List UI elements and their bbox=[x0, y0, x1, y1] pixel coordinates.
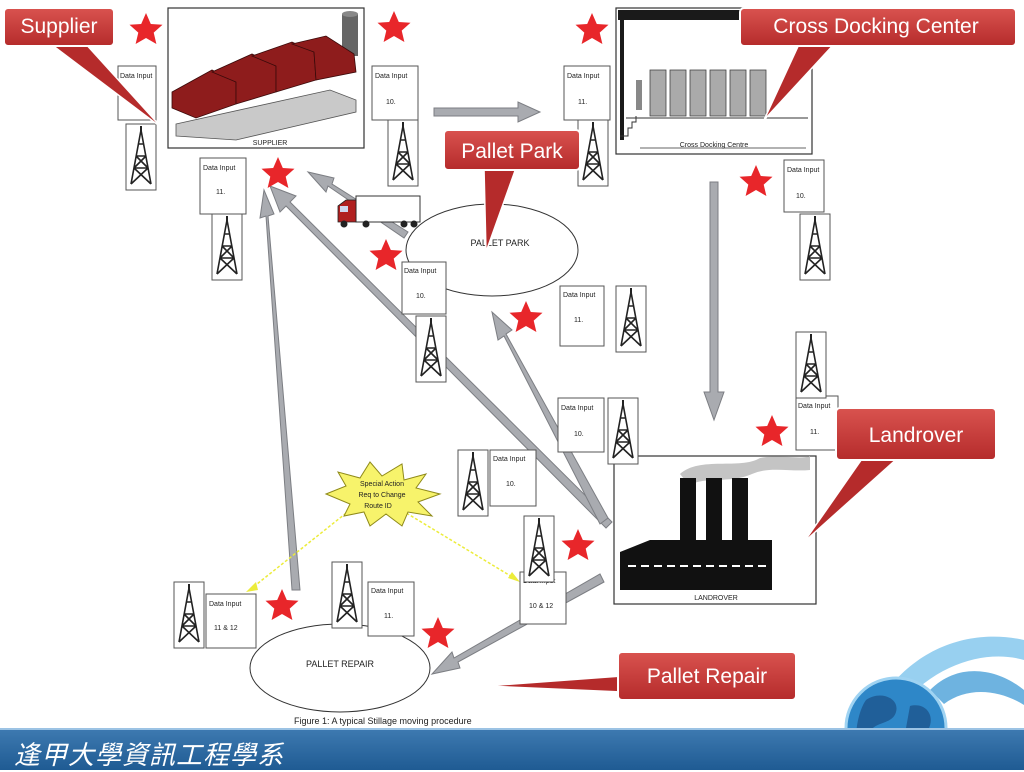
svg-text:Data Input: Data Input bbox=[203, 165, 235, 172]
callout-supplier: Supplier bbox=[3, 7, 163, 129]
supplier-label: SUPPLIER bbox=[253, 140, 288, 147]
supplier-node: SUPPLIER bbox=[167, 7, 365, 149]
star-icon bbox=[261, 157, 295, 188]
svg-text:Data Input: Data Input bbox=[493, 456, 525, 463]
svg-text:Data Input: Data Input bbox=[787, 167, 819, 174]
callout-pallet-park: Pallet Park bbox=[443, 129, 581, 253]
rfid-tower-icon bbox=[387, 119, 419, 187]
rfid-tower-icon bbox=[795, 331, 827, 399]
special-action-line-3: Route ID bbox=[364, 503, 392, 510]
rfid-tower-icon bbox=[211, 213, 243, 281]
special-action-line-1: Special Action bbox=[360, 481, 404, 488]
svg-text:11.: 11. bbox=[384, 613, 393, 620]
svg-text:Data Input: Data Input bbox=[209, 601, 241, 608]
data-input-box: Data Input 10. bbox=[489, 449, 537, 507]
arrow-landrover-to-palletpark bbox=[491, 310, 609, 525]
star-icon bbox=[739, 165, 773, 196]
svg-text:Data Input: Data Input bbox=[371, 588, 403, 595]
rfid-tower-icon bbox=[577, 119, 609, 187]
rfid-tower-icon bbox=[173, 581, 205, 649]
data-input-box: Data Input 11. bbox=[367, 581, 415, 637]
rfid-tower-icon bbox=[125, 123, 157, 191]
data-input-box: Data Input 11 & 12 bbox=[205, 593, 257, 649]
arrow-supplier-to-crossdock bbox=[433, 101, 542, 123]
star-icon bbox=[377, 11, 411, 42]
arrow-crossdock-to-landrover bbox=[703, 181, 725, 422]
svg-text:Data Input: Data Input bbox=[375, 73, 407, 80]
rfid-tower-icon bbox=[331, 561, 363, 629]
svg-text:Data Input: Data Input bbox=[404, 268, 436, 275]
callout-landrover: Landrover bbox=[803, 407, 997, 543]
rfid-tower-icon bbox=[799, 213, 831, 281]
special-action-lines bbox=[251, 507, 515, 589]
svg-text:11.: 11. bbox=[578, 99, 587, 106]
data-input-box: Data Input 11. bbox=[795, 395, 839, 451]
svg-text:10.: 10. bbox=[386, 99, 396, 106]
rfid-tower-icon bbox=[523, 515, 555, 583]
svg-text:Data Input: Data Input bbox=[120, 73, 152, 80]
footer-bar: 逢甲大學資訊工程學系 bbox=[0, 728, 1024, 771]
star-icon bbox=[755, 415, 789, 446]
svg-text:10.: 10. bbox=[574, 431, 584, 438]
star-icon bbox=[575, 13, 609, 44]
data-input-box: Data Input 10. bbox=[401, 261, 447, 315]
truck-icon bbox=[337, 195, 421, 228]
data-input-box: Data Input 11. bbox=[199, 157, 247, 215]
data-input-box: Data Input 11. bbox=[563, 65, 611, 121]
svg-text:Data Input: Data Input bbox=[798, 403, 830, 410]
svg-text:Data Input: Data Input bbox=[567, 73, 599, 80]
data-input-box: Data Input 10. bbox=[557, 397, 605, 453]
landrover-node: LANDROVER bbox=[613, 455, 817, 605]
svg-text:Data Input: Data Input bbox=[563, 292, 595, 299]
callout-cross-docking: Cross Docking Center bbox=[739, 7, 1017, 121]
svg-text:10.: 10. bbox=[416, 293, 426, 300]
rfid-tower-icon bbox=[615, 285, 647, 353]
star-icon bbox=[265, 589, 299, 620]
svg-text:10 & 12: 10 & 12 bbox=[529, 603, 553, 610]
callout-pallet-repair: Pallet Repair bbox=[485, 651, 797, 701]
svg-text:Landrover: Landrover bbox=[869, 424, 964, 447]
data-input-boxes: Data Input Data Input 10. Data Input 11.… bbox=[117, 65, 839, 649]
special-action-line-2: Req to Change bbox=[358, 492, 405, 499]
pallet-repair-node: PALLET REPAIR bbox=[249, 623, 431, 713]
star-icon bbox=[421, 617, 455, 648]
figure-caption: Figure 1: A typical Stillage moving proc… bbox=[294, 716, 472, 726]
pallet-repair-label: PALLET REPAIR bbox=[306, 659, 375, 669]
landrover-label: LANDROVER bbox=[694, 595, 738, 602]
data-input-box: Data Input 11. bbox=[559, 285, 605, 347]
data-input-box: Data Input 10. bbox=[371, 65, 419, 121]
svg-text:11 & 12: 11 & 12 bbox=[214, 625, 238, 632]
rfid-tower-icon bbox=[457, 449, 489, 517]
star-icon bbox=[561, 529, 595, 560]
pallet-park-label: PALLET PARK bbox=[470, 238, 529, 248]
svg-text:Pallet Repair: Pallet Repair bbox=[647, 665, 767, 688]
svg-text:10.: 10. bbox=[506, 481, 516, 488]
svg-text:Cross Docking Center: Cross Docking Center bbox=[773, 15, 978, 38]
special-action-burst: Special Action Req to Change Route ID bbox=[324, 461, 442, 527]
footer-department-name: 逢甲大學資訊工程學系 bbox=[14, 741, 285, 771]
svg-text:Supplier: Supplier bbox=[20, 15, 97, 38]
svg-text:10.: 10. bbox=[796, 193, 806, 200]
star-icon bbox=[129, 13, 163, 44]
rfid-tower-icon bbox=[415, 315, 447, 383]
arrow-repair-to-supplier bbox=[259, 188, 301, 591]
arrow-landrover-to-repair bbox=[430, 573, 605, 675]
svg-text:11.: 11. bbox=[810, 429, 819, 436]
cross-docking-label: Cross Docking Centre bbox=[680, 142, 749, 149]
data-input-box: Data Input 10. bbox=[783, 159, 825, 213]
svg-text:Data Input: Data Input bbox=[561, 405, 593, 412]
star-icon bbox=[369, 239, 403, 270]
svg-text:11.: 11. bbox=[574, 317, 583, 324]
star-icon bbox=[509, 301, 543, 332]
svg-text:Pallet Park: Pallet Park bbox=[461, 140, 563, 163]
rfid-tower-icon bbox=[607, 397, 639, 465]
svg-text:11.: 11. bbox=[216, 189, 225, 196]
